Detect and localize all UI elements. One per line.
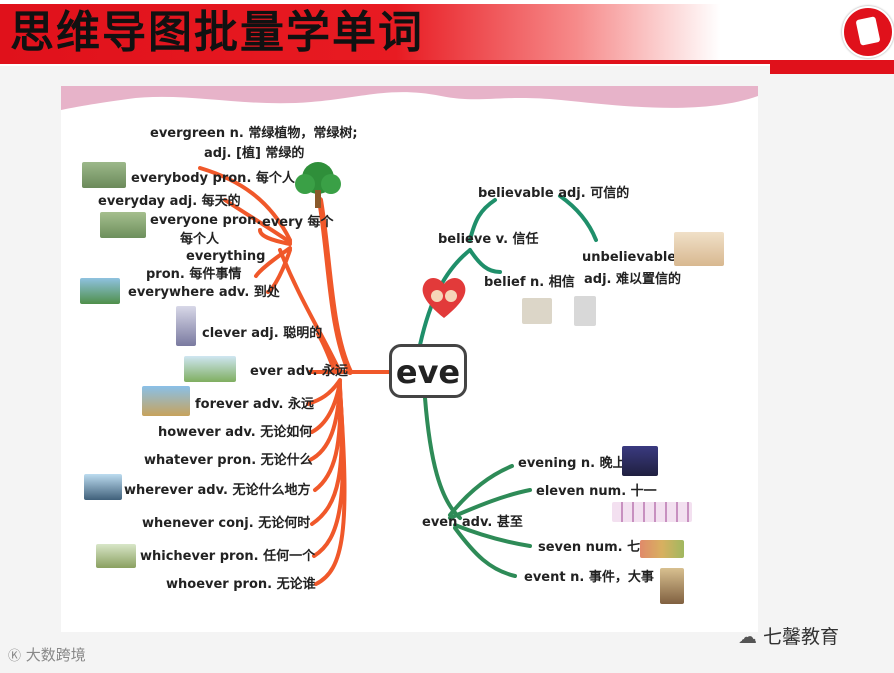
- illustration-event-icon: [660, 568, 684, 604]
- brand-footer: ☁ 七馨教育: [738, 622, 839, 649]
- header-gradient: [0, 4, 720, 62]
- header-divider-accent: [770, 64, 894, 74]
- tree-icon: [295, 162, 341, 208]
- center-root-node: eve: [389, 344, 467, 398]
- word-wherever: wherever adv. 无论什么地方: [124, 483, 311, 498]
- word-whenever: whenever conj. 无论何时: [142, 516, 311, 531]
- illustration-landscape-icon: [80, 278, 120, 304]
- brand-footer-text: 七馨教育: [763, 626, 840, 648]
- word-everyone: everyone pron.: [150, 213, 262, 228]
- heart-couple-icon: [422, 278, 466, 318]
- illustration-meadow-icon: [96, 544, 136, 568]
- word-every: every 每个: [262, 215, 334, 230]
- word-whichever: whichever pron. 任何一个: [140, 549, 316, 564]
- brand-logo-icon: [842, 6, 894, 58]
- word-everybody: everybody pron. 每个人: [131, 171, 295, 186]
- watermark-left: Ⓚ 大数跨境: [8, 644, 86, 665]
- illustration-field-icon: [184, 356, 236, 382]
- word-evergreen-adj: adj. [植] 常绿的: [204, 146, 305, 161]
- word-everything-meaning: pron. 每件事情: [146, 267, 242, 282]
- illustration-person-icon: [176, 306, 196, 346]
- word-evergreen: evergreen n. 常绿植物，常绿树;: [150, 126, 358, 141]
- illustration-crowd-icon: [100, 212, 146, 238]
- header-banner: 思维导图批量学单词: [0, 0, 894, 74]
- word-whoever: whoever pron. 无论谁: [166, 577, 316, 592]
- word-event: event n. 事件，大事: [524, 570, 654, 585]
- word-unbelievable: unbelievable: [582, 250, 677, 265]
- illustration-night-city-icon: [622, 446, 658, 476]
- watermark-left-text: 大数跨境: [25, 646, 86, 664]
- word-everything: everything: [186, 249, 266, 264]
- word-everyone-meaning: 每个人: [180, 232, 220, 247]
- word-believe: believe v. 信任: [438, 232, 539, 247]
- word-unbelievable-meaning: adj. 难以置信的: [584, 272, 681, 287]
- wechat-icon: ☁: [738, 626, 757, 648]
- word-belief: belief n. 相信: [484, 275, 575, 290]
- illustration-doll-icon: [574, 296, 596, 326]
- word-however: however adv. 无论如何: [158, 425, 313, 440]
- illustration-friends-icon: [674, 232, 724, 266]
- word-even: even adv. 甚至: [422, 515, 523, 530]
- illustration-people-icon: [82, 162, 126, 188]
- word-ever: ever adv. 永远: [250, 364, 349, 379]
- page-title: 思维导图批量学单词: [10, 7, 424, 58]
- illustration-sea-icon: [84, 474, 122, 500]
- header-divider: [0, 60, 894, 64]
- illustration-sunset-icon: [142, 386, 190, 416]
- watermark-logo-icon: Ⓚ: [8, 649, 22, 664]
- illustration-eleven-figures-icon: [612, 502, 692, 522]
- word-clever: clever adj. 聪明的: [202, 326, 323, 341]
- word-whatever: whatever pron. 无论什么: [144, 453, 313, 468]
- illustration-seven-figures-icon: [640, 540, 684, 558]
- illustration-cartoon-icon: [522, 298, 552, 324]
- center-root-word: eve: [395, 353, 461, 391]
- word-forever: forever adv. 永远: [195, 397, 314, 412]
- word-eleven: eleven num. 十一: [536, 484, 657, 499]
- word-seven: seven num. 七: [538, 540, 641, 555]
- pink-wave-decoration: [61, 86, 758, 110]
- word-believable: believable adj. 可信的: [478, 186, 630, 201]
- word-everyday: everyday adj. 每天的: [98, 194, 241, 209]
- word-evening: evening n. 晚上: [518, 456, 626, 471]
- word-everywhere: everywhere adv. 到处: [128, 285, 280, 300]
